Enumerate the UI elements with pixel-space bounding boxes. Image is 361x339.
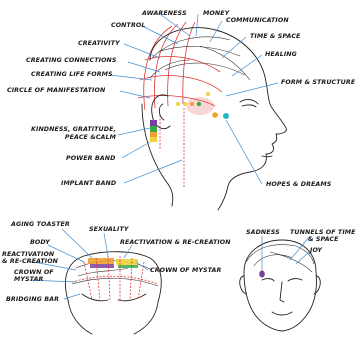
manifestation-curves — [138, 22, 222, 110]
profile-points — [150, 92, 229, 142]
label-kindness-line2: PEACE &CALM — [20, 134, 116, 141]
label-creativity: CREATIVITY — [78, 40, 120, 47]
label-form-structure: FORM & STRUCTURE — [281, 79, 355, 86]
label-crown-left-line2: MYSTAR — [14, 276, 44, 283]
label-sexuality: SEXUALITY — [89, 226, 129, 233]
label-kindness-line1: KINDNESS, GRATITUDE, — [20, 126, 116, 133]
crown-hair — [72, 261, 158, 286]
label-body: BODY — [30, 239, 50, 246]
label-creating-life-forms: CREATING LIFE FORMS — [31, 71, 113, 78]
front-head — [240, 236, 321, 331]
label-control: CONTROL — [111, 22, 145, 29]
label-aging-toaster: AGING TOASTER — [11, 221, 70, 228]
label-awareness: AWARENESS — [142, 10, 187, 17]
label-crown-right: CROWN OF MYSTAR — [150, 267, 221, 274]
label-circle-manifestation: CIRCLE OF MANIFESTATION — [7, 87, 105, 94]
front-hair — [246, 245, 314, 272]
label-joy: JOY — [310, 247, 322, 254]
label-hopes-dreams: HOPES & DREAMS — [266, 181, 331, 188]
label-tunnels-line2: & SPACE — [308, 236, 339, 243]
label-implant-band: IMPLANT BAND — [61, 180, 116, 187]
label-communication: COMMUNICATION — [226, 17, 289, 24]
label-creating-connections: CREATING CONNECTIONS — [26, 57, 117, 64]
label-bridging-bar: BRIDGING BAR — [6, 296, 59, 303]
crown-bands — [88, 258, 138, 268]
label-power-band: POWER BAND — [66, 155, 115, 162]
profile-head — [110, 14, 286, 210]
label-healing: HEALING — [265, 51, 297, 58]
label-time-space: TIME & SPACE — [250, 33, 300, 40]
front-points — [259, 270, 265, 277]
label-reactivation-left-line2: & RE-CREATION — [2, 258, 58, 265]
temple-glow — [186, 97, 214, 115]
label-sadness: SADNESS — [246, 229, 280, 236]
label-reactivation-right: REACTIVATION & RE-CREATION — [120, 239, 231, 246]
